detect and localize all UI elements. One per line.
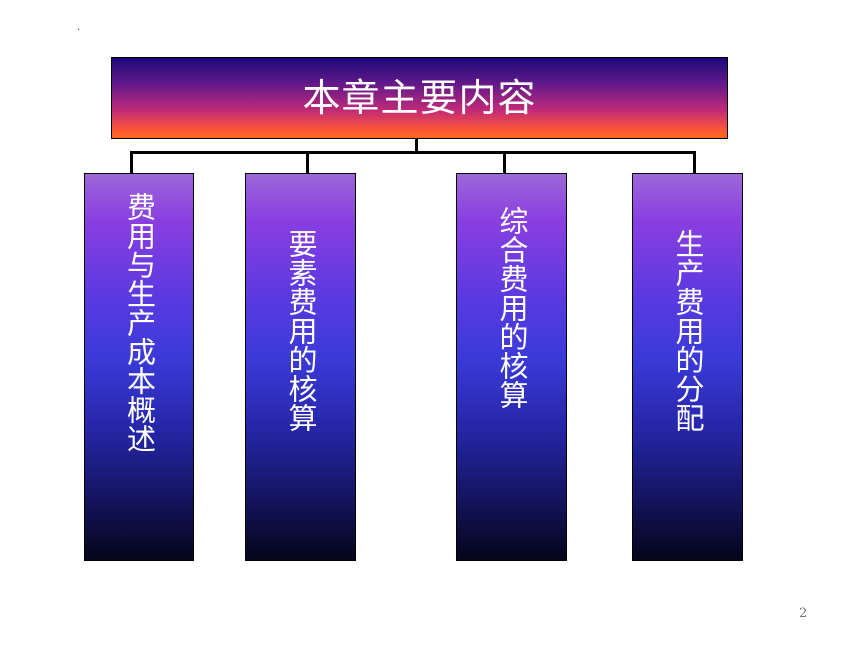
child-node-3: 综合费用的核算 <box>456 173 567 561</box>
child-label-1: 费用与生产成本概述 <box>122 192 157 453</box>
child-label-2: 要素费用的核算 <box>284 229 318 432</box>
child-node-2: 要素费用的核算 <box>245 173 356 561</box>
branch-line-4 <box>693 151 696 173</box>
branch-line-1 <box>130 151 133 173</box>
child-label-3: 综合费用的核算 <box>495 206 529 409</box>
root-title: 本章主要内容 <box>302 76 537 120</box>
child-label-4: 生产费用的分配 <box>671 229 705 432</box>
page-number: 2 <box>799 606 808 621</box>
child-node-4: 生产费用的分配 <box>632 173 743 561</box>
root-stem-line <box>415 139 418 154</box>
child-node-1: 费用与生产成本概述 <box>84 173 194 561</box>
corner-dot: · <box>77 25 81 36</box>
branch-line-2 <box>306 151 309 173</box>
branch-line-3 <box>503 151 506 173</box>
root-node: 本章主要内容 <box>111 57 728 139</box>
horizontal-connector-line <box>130 151 696 154</box>
